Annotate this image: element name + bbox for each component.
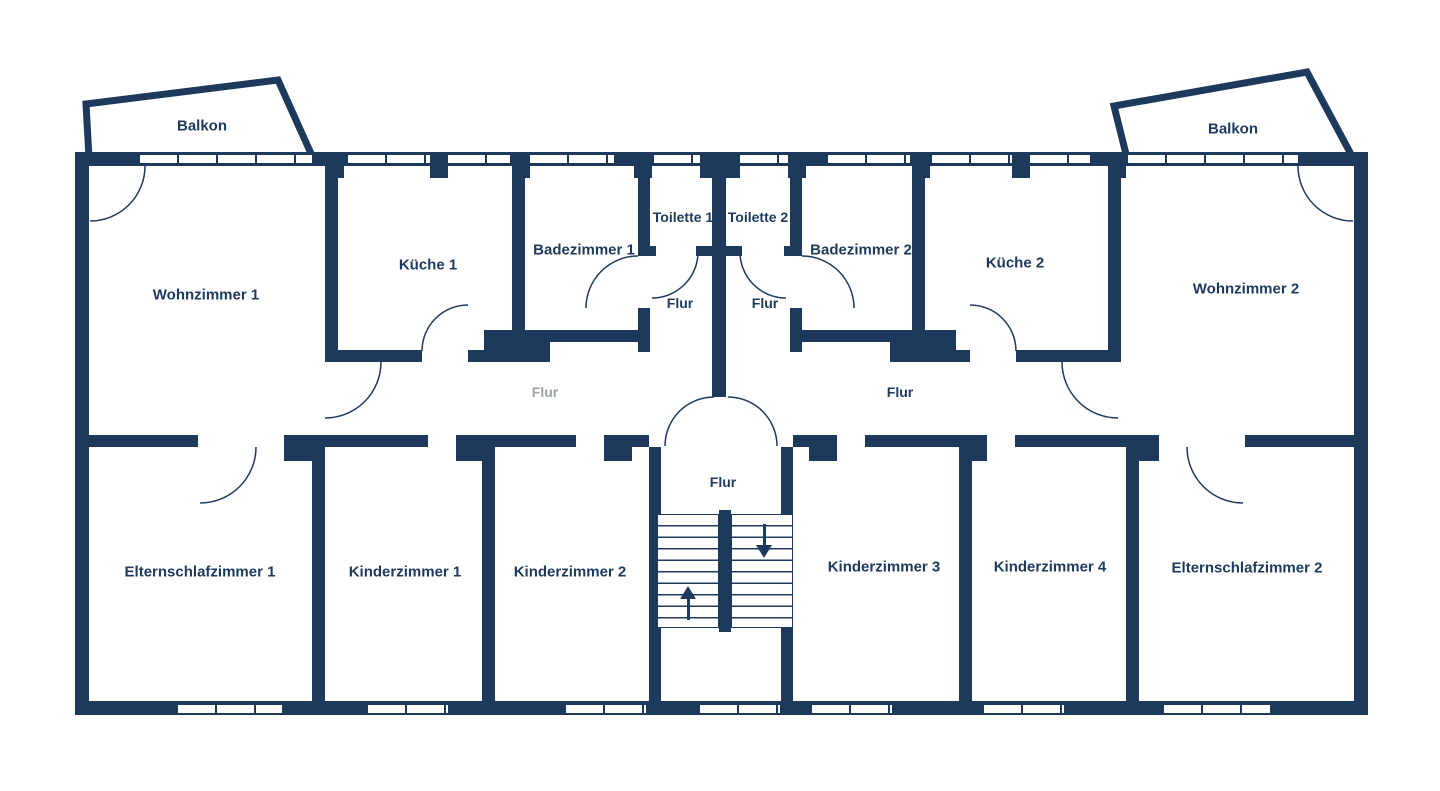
window (566, 703, 646, 715)
room-label-wohnzimmer-2: Wohnzimmer 2 (1192, 280, 1300, 298)
room-label-flur-center: Flur (709, 474, 737, 490)
wall (650, 246, 656, 256)
wall (75, 152, 89, 715)
room-label-flur-right: Flur (886, 384, 914, 400)
wall (88, 435, 198, 447)
window (1030, 153, 1090, 165)
door-arc (199, 446, 257, 504)
wall (790, 166, 802, 256)
wall (482, 447, 495, 703)
wall (1016, 350, 1113, 362)
room-label-kinderzimmer-3: Kinderzimmer 3 (827, 558, 941, 576)
door-arc (651, 251, 699, 299)
room-label-elternschlafzimmer-2: Elternschlafzimmer 2 (1171, 559, 1323, 577)
wall (959, 447, 972, 703)
window (368, 703, 448, 715)
room-label-balkon-left: Balkon (176, 117, 228, 135)
door-arc (664, 396, 715, 447)
wall (512, 330, 638, 342)
wall (430, 152, 448, 178)
wall (865, 435, 959, 447)
door-arc (324, 361, 382, 419)
wall (484, 435, 576, 447)
wall (325, 350, 422, 362)
room-label-badezimmer-1: Badezimmer 1 (533, 241, 635, 259)
wall (1126, 447, 1139, 703)
room-label-kueche-2: Küche 2 (985, 254, 1045, 272)
door-arc (585, 255, 639, 309)
door-arc (421, 304, 469, 352)
wall (649, 447, 661, 703)
wall (1245, 435, 1355, 447)
room-label-toilette-1: Toilette 1 (652, 209, 714, 225)
wall (1354, 152, 1368, 715)
wall (1012, 152, 1030, 178)
room-label-toilette-2: Toilette 2 (727, 209, 789, 225)
wall (712, 166, 726, 352)
wall (312, 447, 325, 703)
wall (809, 435, 837, 461)
wall (638, 308, 650, 352)
stairs-up-arrow-icon (680, 586, 696, 599)
stairs-down-arrow-icon (763, 524, 766, 546)
wall (456, 435, 484, 461)
window (348, 153, 430, 165)
window (828, 153, 910, 165)
wall (726, 246, 742, 256)
room-label-flur-left: Flur (531, 384, 559, 400)
room-label-kinderzimmer-1: Kinderzimmer 1 (348, 563, 462, 581)
window (1164, 703, 1270, 715)
wall (696, 246, 712, 256)
stair-stringer (719, 510, 731, 632)
door-arc (1061, 361, 1119, 419)
room-label-kinderzimmer-2: Kinderzimmer 2 (513, 563, 627, 581)
wall (632, 435, 649, 447)
wall (793, 435, 809, 447)
room-label-badezimmer-2: Badezimmer 2 (810, 241, 912, 259)
door-arc (801, 255, 855, 309)
room-label-kinderzimmer-4: Kinderzimmer 4 (993, 558, 1107, 576)
wall (1108, 166, 1121, 362)
room-label-wohnzimmer-1: Wohnzimmer 1 (152, 286, 260, 304)
room-label-kueche-1: Küche 1 (398, 256, 458, 274)
window (740, 153, 788, 165)
wall (312, 435, 428, 447)
wall (512, 166, 525, 362)
window (178, 703, 282, 715)
window (1128, 153, 1298, 165)
wall (638, 166, 650, 256)
stair-flight-right (731, 514, 793, 628)
wall (912, 166, 925, 362)
door-arc (727, 396, 778, 447)
door-arc (969, 304, 1017, 352)
window (448, 153, 510, 165)
room-label-balkon-right: Balkon (1207, 120, 1259, 138)
window (932, 153, 1012, 165)
room-label-elternschlafzimmer-1: Elternschlafzimmer 1 (124, 563, 276, 581)
window (700, 703, 780, 715)
window (654, 153, 700, 165)
door-arc (1297, 165, 1354, 222)
wall (926, 350, 970, 362)
wall (712, 352, 726, 397)
window (984, 703, 1064, 715)
wall (604, 435, 632, 461)
door-arc (739, 251, 787, 299)
wall (784, 246, 790, 256)
window (812, 703, 892, 715)
wall (284, 435, 312, 461)
door-arc (1186, 446, 1244, 504)
wall (325, 166, 338, 362)
stairs-up-arrow-icon (687, 598, 690, 620)
window (140, 153, 312, 165)
room-label-flur-vestibule-1: Flur (666, 295, 694, 311)
window (530, 153, 614, 165)
room-label-flur-vestibule-2: Flur (751, 295, 779, 311)
wall (1015, 435, 1131, 447)
wall (790, 308, 802, 352)
door-arc (89, 165, 146, 222)
stairs-down-arrow-icon (756, 545, 772, 558)
